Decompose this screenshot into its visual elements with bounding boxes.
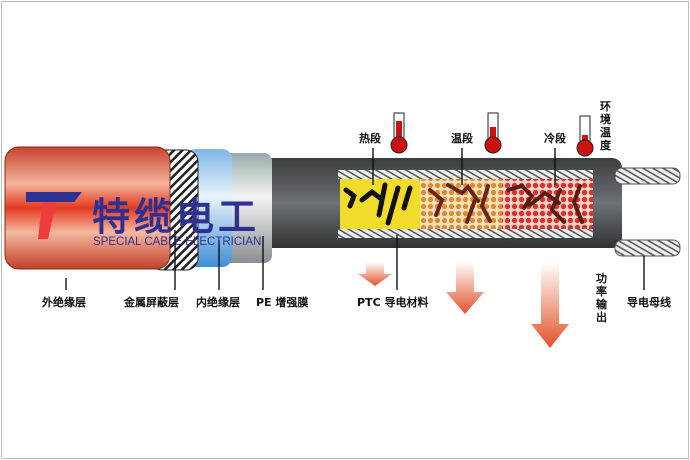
leader-lines	[65, 148, 645, 290]
core-top-wire	[338, 170, 593, 179]
heat-arrow-small	[358, 262, 392, 286]
label-ambient-temp: 环境温度	[600, 100, 611, 152]
bus-wire-bottom	[614, 239, 681, 257]
label-outer-insulation: 外绝缘层	[42, 296, 86, 309]
pe-film-layer	[222, 153, 272, 263]
label-cold-section: 冷段	[544, 132, 566, 145]
bus-wire-top	[614, 167, 681, 185]
label-hot-section: 热段	[359, 132, 381, 145]
thermometer-hot-icon	[390, 112, 408, 154]
label-power-output: 功率输出	[596, 272, 607, 324]
thermometer-warm-icon	[484, 112, 502, 154]
heat-arrow-medium	[446, 262, 484, 314]
heat-arrow-large	[531, 262, 569, 348]
label-pe-film: PE 增强膜	[256, 296, 309, 309]
logo-chinese: 特缆电工	[92, 194, 261, 239]
label-inner-insulation: 内绝缘层	[196, 296, 240, 309]
core-bottom-wire	[338, 229, 593, 238]
label-warm-section: 温段	[451, 132, 473, 145]
conductive-paths	[343, 182, 584, 226]
label-ptc: PTC 导电材料	[357, 296, 429, 309]
label-bus-wire: 导电母线	[627, 296, 671, 309]
thermometer-cold-icon	[576, 115, 594, 157]
label-metal-shield: 金属屏蔽层	[124, 296, 179, 309]
logo-english: SPECIAL CABLE ELECTRICIAN	[93, 236, 262, 248]
